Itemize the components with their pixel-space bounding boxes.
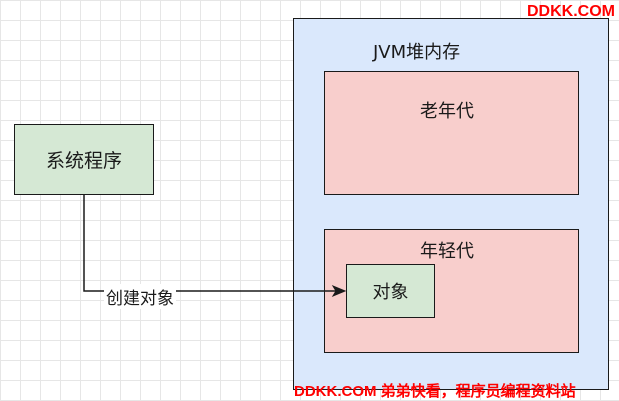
system-program-label: 系统程序 bbox=[45, 150, 122, 172]
connector-line bbox=[83, 195, 336, 292]
watermark-bottom: DDKK.COM 弟弟快看，程序员编程资料站 bbox=[294, 383, 576, 400]
object-box: 对象 bbox=[346, 264, 435, 318]
jvm-heap-label: JVM堆内存 bbox=[373, 42, 461, 63]
create-object-label: 创建对象 bbox=[104, 284, 176, 309]
arrowhead-icon bbox=[331, 284, 347, 298]
watermark-top: DDKK.COM bbox=[527, 3, 615, 20]
object-label: 对象 bbox=[372, 282, 409, 303]
system-program-box: 系统程序 bbox=[14, 124, 154, 195]
young-generation-box bbox=[324, 229, 579, 353]
old-generation-label: 老年代 bbox=[420, 101, 474, 122]
old-generation-box bbox=[324, 71, 579, 195]
young-generation-label: 年轻代 bbox=[420, 241, 474, 262]
